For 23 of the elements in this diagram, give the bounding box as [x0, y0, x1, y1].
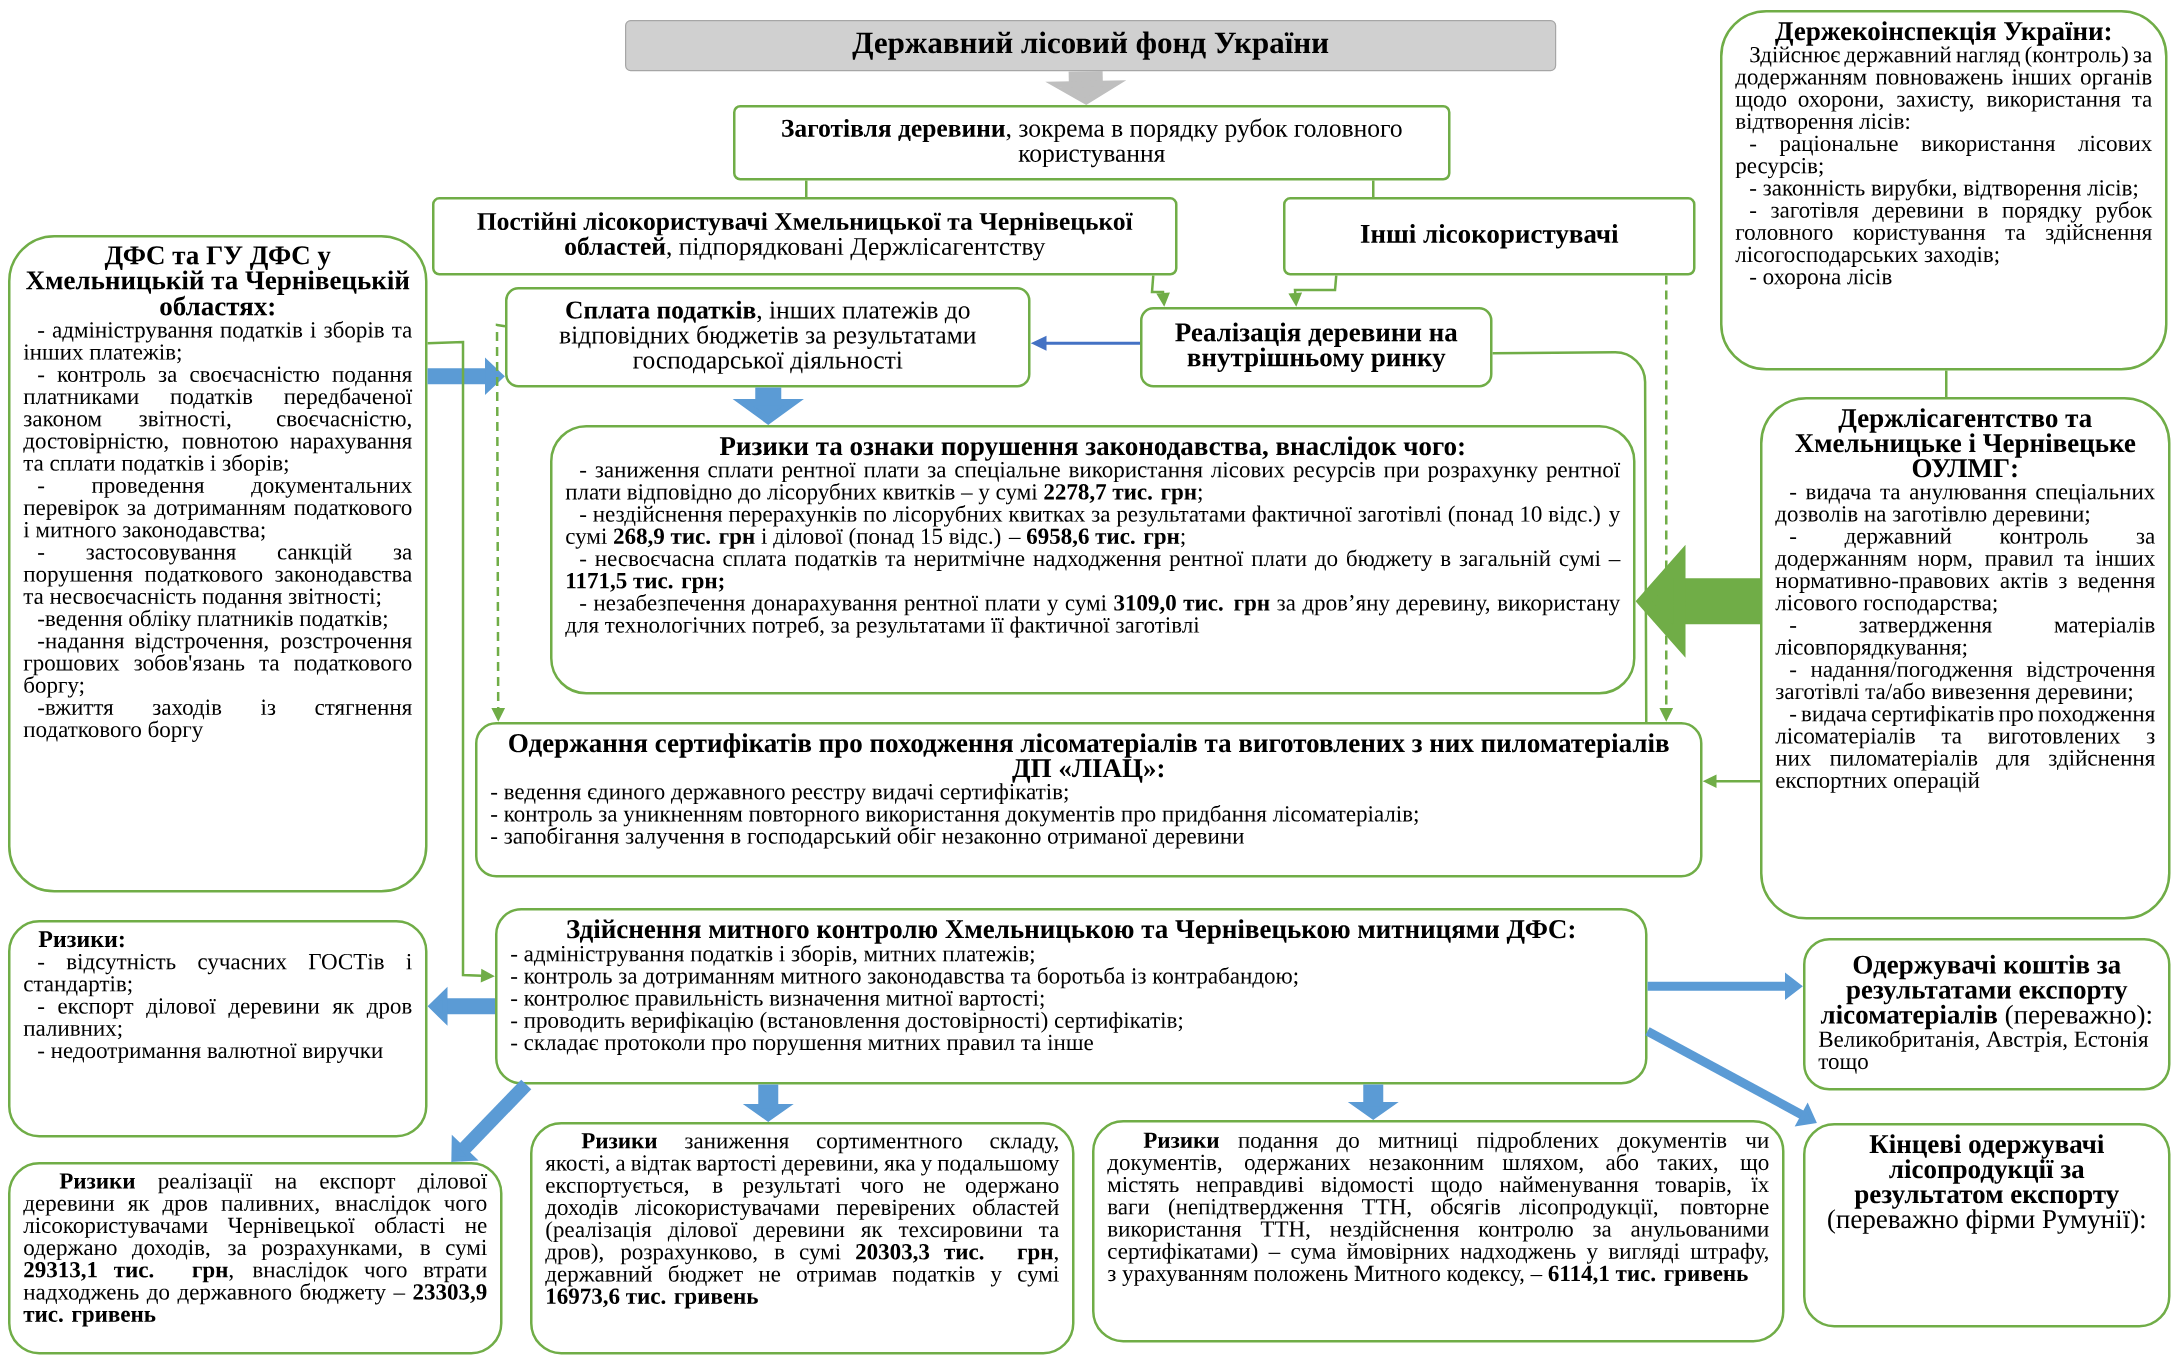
info-card: Ризики реалізації на експорт ділової деревини як дров паливних, внаслідок чого лісокористувачами Чернівецької області не одержано доходів, за розрахунками, в сумі 29313,1 тис. грн, внаслідок чого втрати надходжень до державного бюджету – 23303,9 тис. гривень — [8, 1162, 503, 1355]
info-card: Кінцеві одержувачі лісопродукції за результатом експорту (переважно фірми Румунії): — [1803, 1123, 2171, 1328]
info-card: Ризики подання до митниці підроблених документів чи документів, одержаних незаконним шляхом, або таких, що містять неправдиві відомості щодо найменування товарів, їх ваги (непідтвердження ТТН, обсягів лісопродукції, повторне використання ТТН, нездійснення контролю за анульованими сертифікатами) – сума ймовірних надходжень у вигляді штрафу, з урахуванням положень Митного кодексу, – 6114,1 тис. гривень — [1092, 1120, 1785, 1343]
info-card: Ризики: - відсутність сучасних ГОСТів і стандартів; - експорт ділової деревини як дров паливних; - недоотримання валютної виручки — [8, 920, 428, 1138]
info-card: Одержувачі коштів за результатами експорту лісоматеріалів (переважно): Великобританія, Австрія, Естонія тощо — [1803, 938, 2171, 1091]
info-card: Одержання сертифікатів про походження лісоматеріалів та виготовлених з них пиломатеріалів ДП «ЛІАЦ»: - ведення єдиного державного реєстру видачі сертифікатів; - контроль за уникненням повторного використання документів про придбання лісоматеріалів; - запобігання залучення в господарський обіг незаконно отриманої деревини — [475, 722, 1703, 878]
info-card: ДФС та ГУ ДФС у Хмельницькій та Чернівецькій областях: - адміністрування податків і зборів та інших платежів; - контроль за своєчасністю подання платниками податків передбаченої законом звітності, своєчасністю, достовірністю, повнотою нарахування та сплати податків і зборів; - проведення документальних перевірок за дотриманням податкового і митного законодавства; - застосовування санкцій за порушення податкового законодавства та несвоєчасність подання звітності; -ведення обліку платників податків; -надання відстрочення, розстрочення грошових зобов'язань та податкового боргу; -вжиття заходів із стягнення податкового боргу — [8, 235, 428, 893]
title-banner: Державний лісовий фонд України — [625, 20, 1557, 72]
info-card: Держекоінспекція України: Здійснює державний нагляд (контроль) за додержанням повноважень інших органів щодо охорони, захисту, використання та відтворення лісів: - раціональне використання лісових ресурсів; - законність вирубки, відтворення лісів; - заготівля деревини в порядку рубок головного користування та здійснення лісогосподарських заходів; - охорона лісів — [1720, 10, 2168, 371]
info-card: Ризики та ознаки порушення законодавства, внаслідок чого: - заниження сплати рентної плати за спеціальне використання лісових ресурсів при розрахунку рентної плати відповідно до лісорубних квитків – у сумі 2278,7 тис. грн; - нездійснення перерахунків по лісорубних квитках за результатами фактичної заготівлі (понад 10 відс.) у сумі 268,9 тис. грн і ділової (понад 15 відс.) – 6958,6 тис. грн; - несвоєчасна сплата податків та неритмічне надходження рентної плати до бюджету в загальній сумі – 1171,5 тис. грн; - незабезпечення донарахування рентної плати у сумі 3109,0 тис. грн за дров’яну деревину, використану для технологічних потреб, за результатами її фактичної заготівлі — [550, 425, 1636, 695]
block-arrow — [451, 1079, 532, 1162]
connector-line — [805, 180, 808, 197]
connector-line — [1945, 370, 1948, 397]
process-box: Постійні лісокористувачі Хмельницької та Чернівецької областей, підпорядковані Держлісагентству — [432, 197, 1178, 276]
process-box: Заготівля деревини, зокрема в порядку рубок головного користування — [733, 105, 1451, 181]
connector-line — [1492, 351, 1648, 722]
process-box: Реалізація деревини на внутрішньому ринку — [1140, 307, 1493, 388]
process-box: Інші лісокористувачі — [1283, 197, 1696, 276]
info-card: Ризики заниження сортиментного складу, якості, а відтак вартості деревини, яка у подальшому експортується, в результаті чого не одержано доходів лісокористувачами перевірених областей (реалізація ділової деревини як техсировини та дров), розрахунково, в сумі 20303,3 тис. грн, державний бюджет не отримав податків у сумі 16973,6 тис. гривень — [530, 1122, 1075, 1355]
info-card: Здійснення митного контролю Хмельницькою та Чернівецькою митницями ДФС: - адміністрування податків і зборів, митних платежів; - контроль за дотриманням митного законодавства та боротьба із контрабандою; - контролює правильність визначення митної вартості; - проводить верифікацію (встановлення достовірності) сертифікатів; - складає протоколи про порушення митних правил та інше — [495, 908, 1648, 1085]
info-card: Держлісагентство та Хмельницьке і Чернівецьке ОУЛМГ: - видача та анулювання спеціальних дозволів на заготівлю деревини; - державний контроль за додержанням норм, правил та інших нормативно-правових актів з ведення лісового господарства; - затвердження матеріалів лісовпорядкування; - надання/погодження відстрочення заготівлі та/або вивезення деревини; - видача сертифікатів про походження лісоматеріалів та виготовлених з них пиломатеріалів для здійснення експортних операцій — [1760, 397, 2171, 920]
process-box: Сплата податків, інших платежів до відповідних бюджетів за результатами господарської діяльності — [505, 287, 1031, 388]
connector-line — [1372, 180, 1375, 197]
